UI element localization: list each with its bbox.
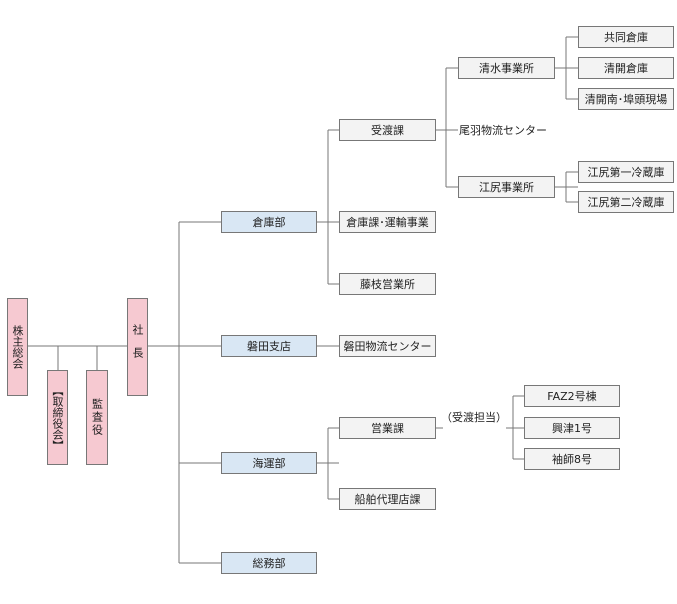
kyodo-warehouse-label: 共同倉庫	[604, 30, 648, 44]
iwata-branch: 磐田支店	[221, 335, 317, 357]
president-label: 社長	[131, 324, 144, 370]
sales-note: （受渡担当）	[441, 411, 507, 424]
ejiri-cold-storage-1: 江尻第一冷蔵庫	[578, 161, 674, 183]
auditor: 監査役	[86, 370, 108, 465]
vessel-faz2-label: FAZ2号棟	[547, 389, 597, 403]
shimizu-office-label: 清水事業所	[479, 61, 534, 75]
warehouse-transport-section: 倉庫課･運輸事業	[339, 211, 436, 233]
general-affairs-department-label: 総務部	[252, 556, 286, 570]
vessel-okitsu-label: 興津1号	[552, 421, 592, 435]
board-of-directors-label: 【取締役会】	[51, 384, 64, 451]
warehouse-department-label: 倉庫部	[252, 215, 286, 229]
shareholders-meeting-label: 株主総会	[11, 325, 24, 369]
board-of-directors: 【取締役会】	[47, 370, 68, 465]
vessel-sodeshi-label: 袖師8号	[552, 452, 592, 466]
seikai-south-wharf-site-label: 清開南･埠頭現場	[584, 92, 668, 106]
sales-section-label: 営業課	[371, 421, 404, 435]
vessel-sodeshi: 袖師8号	[524, 448, 620, 470]
obane-logistics-center: 尾羽物流センター	[458, 119, 555, 141]
shareholders-meeting: 株主総会	[7, 298, 28, 396]
auditor-label: 監査役	[90, 398, 104, 437]
president: 社長	[127, 298, 148, 396]
warehouse-department: 倉庫部	[221, 211, 317, 233]
vessel-okitsu: 興津1号	[524, 417, 620, 439]
fujieda-office: 藤枝営業所	[339, 273, 436, 295]
kyodo-warehouse: 共同倉庫	[578, 26, 674, 48]
obane-logistics-center-label: 尾羽物流センター	[459, 123, 547, 137]
iwata-branch-label: 磐田支店	[247, 339, 291, 353]
receiving-section-label: 受渡課	[371, 123, 404, 137]
shimizu-office: 清水事業所	[458, 57, 555, 79]
ejiri-office: 江尻事業所	[458, 176, 555, 198]
ejiri-cold-storage-2-label: 江尻第二冷蔵庫	[587, 195, 665, 209]
ejiri-cold-storage-1-label: 江尻第一冷蔵庫	[587, 165, 665, 179]
shipping-department-label: 海運部	[252, 456, 286, 470]
seikai-south-wharf-site: 清開南･埠頭現場	[578, 88, 674, 110]
fujieda-office-label: 藤枝営業所	[360, 277, 415, 291]
iwata-logistics-center: 磐田物流センター	[339, 335, 436, 357]
general-affairs-department: 総務部	[221, 552, 317, 574]
shipping-department: 海運部	[221, 452, 317, 474]
warehouse-transport-section-label: 倉庫課･運輸事業	[346, 215, 429, 229]
ejiri-office-label: 江尻事業所	[479, 180, 534, 194]
vessel-faz2: FAZ2号棟	[524, 385, 620, 407]
seikai-warehouse-label: 清開倉庫	[604, 61, 648, 75]
receiving-section: 受渡課	[339, 119, 436, 141]
ship-agency-section: 船舶代理店課	[339, 488, 436, 510]
iwata-logistics-center-label: 磐田物流センター	[343, 339, 432, 353]
ship-agency-section-label: 船舶代理店課	[354, 492, 421, 506]
sales-section: 営業課	[339, 417, 436, 439]
ejiri-cold-storage-2: 江尻第二冷蔵庫	[578, 191, 674, 213]
seikai-warehouse: 清開倉庫	[578, 57, 674, 79]
